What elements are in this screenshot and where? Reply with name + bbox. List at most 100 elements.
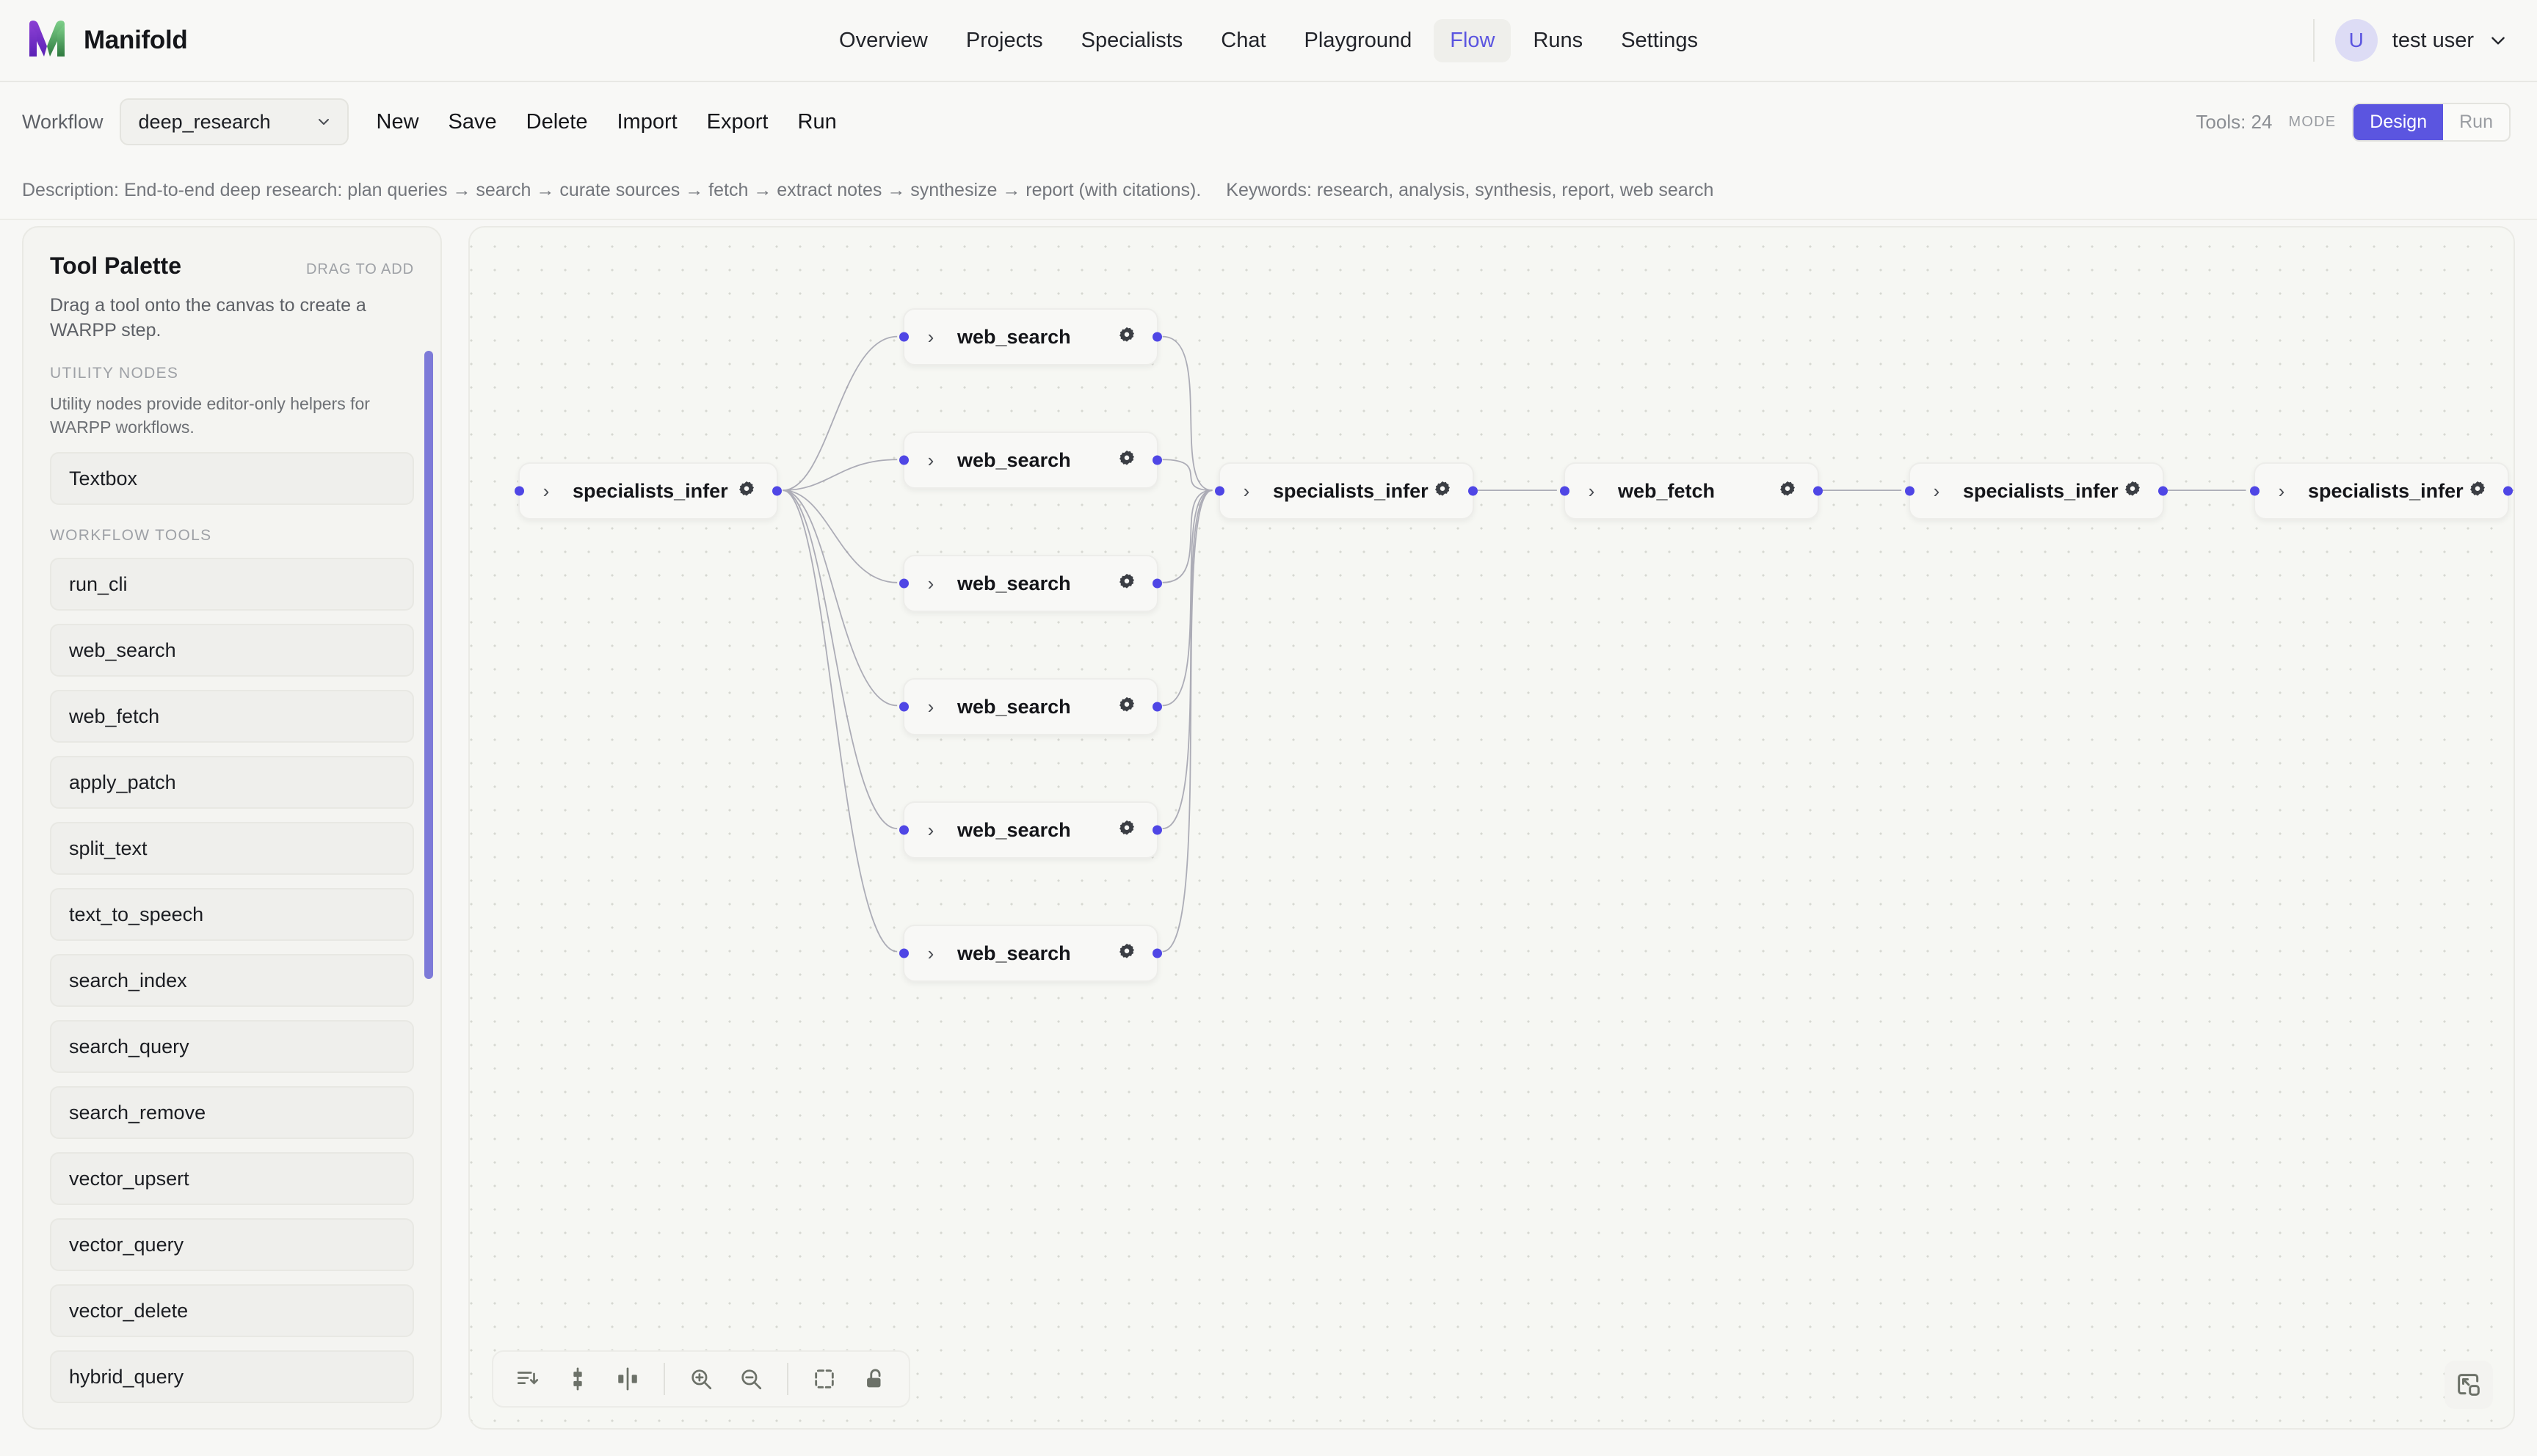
user-menu[interactable]: U test user [2334,19,2508,62]
expand-chevron-icon[interactable]: › [927,572,934,594]
expand-chevron-icon[interactable]: › [1243,479,1250,502]
import-button[interactable]: Import [605,104,689,140]
gear-icon[interactable] [736,480,758,502]
nav-item-flow[interactable]: Flow [1434,18,1511,62]
nav-item-playground[interactable]: Playground [1304,28,1412,52]
palette-drag-hint: DRAG TO ADD [306,261,414,277]
nav-item-runs[interactable]: Runs [1533,28,1583,52]
palette-item-web-fetch[interactable]: web_fetch [50,690,414,743]
gear-icon[interactable] [2467,480,2489,502]
expand-chevron-icon[interactable]: › [1933,479,1940,502]
flow-node-specialists-infer-9[interactable]: › specialists_infer [1905,462,2168,520]
brand[interactable]: Manifold [26,18,188,62]
save-button[interactable]: Save [437,104,509,140]
run-button[interactable]: Run [786,104,849,140]
node-input-port[interactable] [1215,486,1224,496]
flow-node-web-fetch-8[interactable]: › web_fetch [1560,462,1823,520]
node-input-port[interactable] [515,486,524,496]
palette-item-text-to-speech[interactable]: text_to_speech [50,888,414,942]
palette-item-apply-patch[interactable]: apply_patch [50,756,414,809]
palette-item-vector-upsert[interactable]: vector_upsert [50,1152,414,1206]
node-output-port[interactable] [2158,486,2168,496]
mode-option-run[interactable]: Run [2459,111,2493,132]
fit-view-button[interactable] [803,1358,846,1400]
new-button[interactable]: New [365,104,431,140]
expand-chevron-icon[interactable]: › [927,942,934,964]
node-input-port[interactable] [899,455,909,465]
gear-icon[interactable] [1116,819,1138,841]
gear-icon[interactable] [1116,572,1138,594]
expand-chevron-icon[interactable]: › [1588,479,1595,502]
node-output-port[interactable] [2503,486,2513,496]
node-input-port[interactable] [899,702,909,712]
node-input-port[interactable] [1560,486,1569,496]
node-output-port[interactable] [1153,948,1162,958]
gear-icon[interactable] [2122,480,2144,502]
palette-item-search-remove[interactable]: search_remove [50,1086,414,1140]
zoom-in-button[interactable] [680,1358,722,1400]
flow-node-specialists-infer-0[interactable]: › specialists_infer [515,462,782,520]
flow-canvas[interactable]: › specialists_infer › web_search › web_s… [468,226,2515,1430]
flow-node-web-search-5[interactable]: › web_search [899,801,1162,859]
workflow-description-bar: Description: End-to-end deep research: p… [0,161,2537,220]
palette-item-run-cli[interactable]: run_cli [50,558,414,611]
node-input-port[interactable] [899,948,909,958]
node-input-port[interactable] [899,578,909,589]
flow-node-web-search-6[interactable]: › web_search [899,925,1162,982]
align-horizontal-button[interactable] [606,1358,649,1400]
flow-node-specialists-infer-10[interactable]: › specialists_infer [2250,462,2513,520]
palette-item-vector-delete[interactable]: vector_delete [50,1284,414,1338]
gear-icon[interactable] [1431,480,1453,502]
palette-item-hybrid-query[interactable]: hybrid_query [50,1350,414,1404]
nav-item-overview[interactable]: Overview [839,28,928,52]
gear-icon[interactable] [1116,449,1138,471]
expand-chevron-icon[interactable]: › [927,818,934,841]
node-output-port[interactable] [1153,702,1162,712]
workflow-select[interactable]: deep_research [119,98,349,145]
node-input-port[interactable] [2250,486,2260,496]
expand-chevron-icon[interactable]: › [927,695,934,718]
gear-icon[interactable] [1116,696,1138,718]
minimap-toggle-button[interactable] [2445,1361,2493,1409]
palette-scrollbar[interactable] [424,351,433,979]
node-output-port[interactable] [1153,455,1162,465]
lock-toggle-button[interactable] [853,1358,896,1400]
nav-item-projects[interactable]: Projects [965,28,1043,52]
mode-option-design[interactable]: Design [2353,103,2444,140]
flow-node-specialists-infer-7[interactable]: › specialists_infer [1215,462,1478,520]
node-input-port[interactable] [1905,486,1914,496]
auto-layout-button[interactable] [507,1358,549,1400]
delete-button[interactable]: Delete [515,104,600,140]
flow-node-web-search-2[interactable]: › web_search [899,432,1162,489]
node-output-port[interactable] [1153,578,1162,589]
flow-node-web-search-1[interactable]: › web_search [899,308,1162,365]
gear-icon[interactable] [1116,326,1138,348]
expand-chevron-icon[interactable]: › [927,325,934,348]
palette-item-vector-query[interactable]: vector_query [50,1218,414,1272]
gear-icon[interactable] [1116,942,1138,964]
flow-node-web-search-3[interactable]: › web_search [899,555,1162,612]
export-button[interactable]: Export [695,104,780,140]
palette-item-textbox[interactable]: Textbox [50,452,414,506]
gear-icon[interactable] [1776,480,1799,502]
nav-item-settings[interactable]: Settings [1621,28,1698,52]
node-input-port[interactable] [899,332,909,342]
node-output-port[interactable] [1153,332,1162,342]
nav-item-chat[interactable]: Chat [1221,28,1266,52]
palette-item-split-text[interactable]: split_text [50,822,414,876]
node-output-port[interactable] [1153,825,1162,835]
node-output-port[interactable] [772,486,782,496]
node-input-port[interactable] [899,825,909,835]
palette-item-search-query[interactable]: search_query [50,1020,414,1074]
align-vertical-button[interactable] [556,1358,599,1400]
palette-item-web-search[interactable]: web_search [50,624,414,677]
zoom-out-button[interactable] [730,1358,772,1400]
node-output-port[interactable] [1813,486,1823,496]
expand-chevron-icon[interactable]: › [2278,479,2285,502]
expand-chevron-icon[interactable]: › [542,479,550,502]
flow-node-web-search-4[interactable]: › web_search [899,678,1162,735]
node-output-port[interactable] [1468,486,1478,496]
palette-item-search-index[interactable]: search_index [50,954,414,1008]
expand-chevron-icon[interactable]: › [927,448,934,471]
nav-item-specialists[interactable]: Specialists [1081,28,1183,52]
